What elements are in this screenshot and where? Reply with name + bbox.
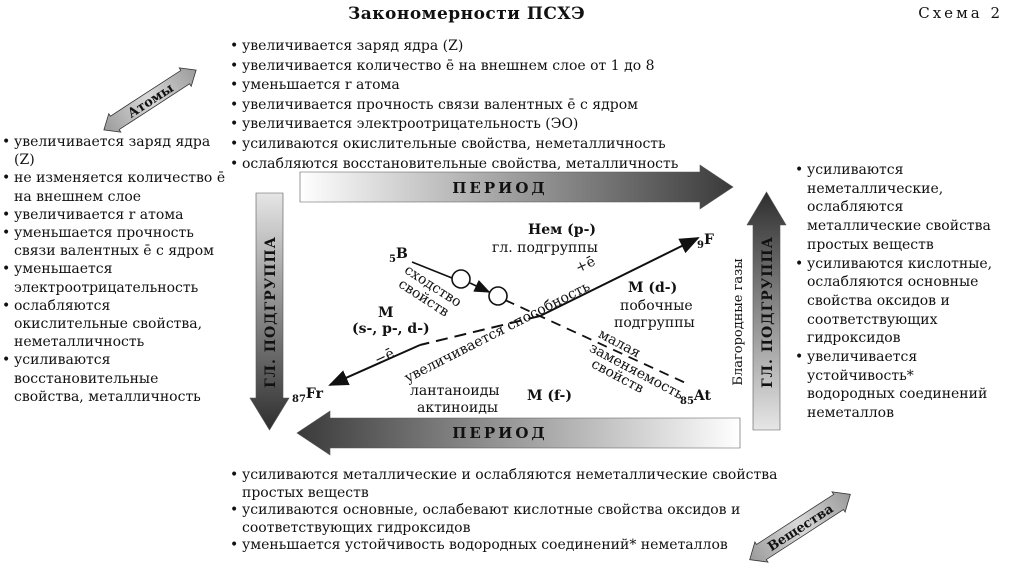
period-top-arrow: ПЕРИОД xyxy=(299,164,734,210)
m-spd-sub: (s-, p-, d-) xyxy=(352,321,430,337)
scheme-label: Схема 2 xyxy=(918,4,1003,22)
list-item: усиливаются кислотные, ослабляются основ… xyxy=(795,255,1000,349)
page-title: Закономерности ПСХЭ xyxy=(348,4,586,24)
element-at: 85At xyxy=(680,388,712,407)
nem-title: Нем (p-) xyxy=(528,222,597,238)
atoms-badge: Атомы xyxy=(103,67,197,133)
list-item: увеличивается заряд ядра (Z) xyxy=(2,133,227,169)
element-b: 5B xyxy=(389,246,408,265)
similarity-circle xyxy=(488,286,508,306)
right-list: усиливаются неметаллические, ослабляются… xyxy=(795,161,1000,423)
list-item: уменьшается прочность связи валентных ē … xyxy=(2,224,227,260)
nem-sub: гл. подгруппы xyxy=(492,240,598,256)
actinides-label: актиноиды xyxy=(417,400,499,416)
element-f: 9F xyxy=(697,232,714,251)
list-item: ослабляются восстановительные свойства, … xyxy=(230,155,678,175)
md-title: М (d-) xyxy=(628,280,678,296)
list-item: увеличивается r атома xyxy=(2,206,227,224)
diagonal-fr-f xyxy=(328,237,700,386)
noble-gases-label: Благородные газы xyxy=(731,258,746,385)
similarity-circle xyxy=(451,269,471,289)
list-item: не изменяется количество ē на внешнем сл… xyxy=(2,169,227,205)
top-list: увеличивается заряд ядра (Z) увеличивает… xyxy=(230,37,678,174)
list-item: ослабляются окислительные свойства, неме… xyxy=(2,297,227,352)
left-list: увеличивается заряд ядра (Z) не изменяет… xyxy=(2,133,227,406)
subgroup-left-arrow: ГЛ. ПОДГРУППА xyxy=(249,192,290,431)
period-bottom-label: ПЕРИОД xyxy=(452,424,547,442)
substances-badge-label: Вещества xyxy=(765,501,837,555)
list-item: усиливаются окислительные свойства, неме… xyxy=(230,135,678,155)
mf-label: М (f-) xyxy=(527,388,572,404)
period-top-label: ПЕРИОД xyxy=(452,179,547,197)
md-sub1: побочные xyxy=(620,298,693,314)
list-item: усиливаются металлические и ослабляются … xyxy=(230,467,790,502)
diagonal-b-at xyxy=(411,261,691,386)
list-item: увеличивается количество ē на внешнем сл… xyxy=(230,57,678,77)
list-item: увеличивается прочность связи валентных … xyxy=(230,96,678,116)
m-spd-title: М xyxy=(378,305,394,321)
subgroup-right-label: ГЛ. ПОДГРУППА xyxy=(760,236,776,388)
list-item: усиливаются неметаллические, ослабляются… xyxy=(795,161,1000,255)
list-item: уменьшается устойчивость водородных соед… xyxy=(230,537,790,555)
list-item: увеличивается электроотрицательность (ЭО… xyxy=(230,115,678,135)
subgroup-left-label: ГЛ. ПОДГРУППА xyxy=(263,236,279,388)
md-sub2: подгруппы xyxy=(614,315,695,331)
period-bottom-arrow: ПЕРИОД xyxy=(296,410,741,456)
list-item: уменьшается электроотрицательность xyxy=(2,260,227,296)
bottom-list: усиливаются металлические и ослабляются … xyxy=(230,467,790,555)
element-fr: 87Fr xyxy=(292,386,323,405)
list-item: усиливаются основные, ослабевают кислотн… xyxy=(230,502,790,537)
list-item: увеличивается устойчивость* водородных с… xyxy=(795,348,1000,423)
list-item: усиливаются восстановительные свойства, … xyxy=(2,351,227,406)
lanthanides-label: лантаноиды xyxy=(410,383,500,399)
subgroup-right-arrow: ГЛ. ПОДГРУППА xyxy=(746,191,787,431)
list-item: уменьшается r атома xyxy=(230,76,678,96)
list-item: увеличивается заряд ядра (Z) xyxy=(230,37,678,57)
substances-badge: Вещества xyxy=(749,491,851,563)
